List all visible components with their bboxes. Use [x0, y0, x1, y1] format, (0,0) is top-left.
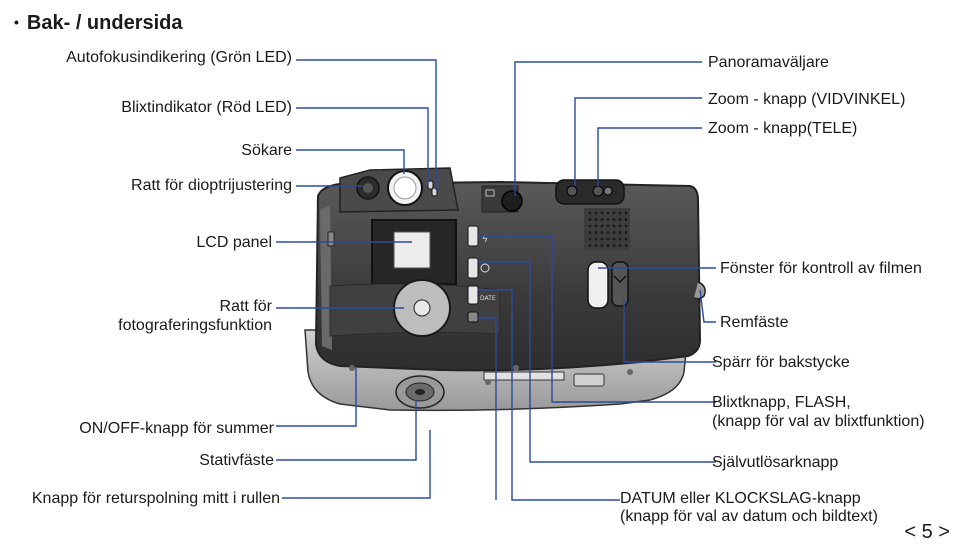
- speaker-hole: [624, 231, 628, 234]
- label-date-button-2: (knapp för val av datum och bildtext): [620, 508, 878, 525]
- speaker-hole: [600, 224, 604, 228]
- lcd-panel: [393, 231, 431, 269]
- speaker-hole: [606, 211, 610, 215]
- speaker-hole: [624, 244, 628, 247]
- speaker-hole: [600, 218, 604, 221]
- speaker-hole: [618, 237, 622, 241]
- speaker-hole: [618, 224, 622, 228]
- speaker-hole: [612, 237, 616, 241]
- label-self-timer: Självutlösarknapp: [712, 454, 839, 471]
- speaker-hole: [624, 224, 628, 228]
- label-viewfinder: Sökare: [241, 142, 292, 159]
- speaker-hole: [624, 211, 628, 215]
- speaker-hole: [624, 218, 628, 221]
- speaker-hole: [588, 237, 592, 241]
- speaker-hole: [600, 231, 604, 234]
- back-lock: [611, 261, 629, 307]
- speaker-hole: [612, 211, 616, 215]
- speaker-hole: [606, 244, 610, 247]
- af-led: [427, 180, 434, 190]
- speaker-hole: [594, 237, 598, 241]
- label-film-window: Fönster för kontroll av filmen: [720, 260, 922, 277]
- speaker-hole: [594, 231, 598, 234]
- speaker-hole: [612, 224, 616, 228]
- label-flash-led: Blixtindikator (Röd LED): [121, 99, 292, 116]
- speaker-hole: [588, 218, 592, 221]
- speaker-hole: [612, 244, 616, 247]
- label-diopter: Ratt för dioptrijustering: [131, 177, 292, 194]
- title-text: Bak- / undersida: [26, 12, 183, 34]
- speaker-hole: [588, 231, 592, 234]
- label-flash-button-2: (knapp för val av blixtfunktion): [712, 413, 925, 430]
- speaker-hole: [600, 244, 604, 247]
- left-strap-lug: [327, 231, 335, 247]
- label-date-button-1: DATUM eller KLOCKSLAG-knapp: [620, 490, 861, 507]
- label-panorama: Panoramaväljare: [708, 54, 829, 71]
- label-lcd: LCD panel: [196, 234, 272, 251]
- label-flash-button-1: Blixtknapp, FLASH,: [712, 394, 851, 411]
- label-rewind: Knapp för returspolning mitt i rullen: [31, 490, 280, 507]
- svg-text:ϟ: ϟ: [482, 235, 488, 245]
- speaker-hole: [618, 218, 622, 221]
- speaker-hole: [600, 211, 604, 215]
- page-title: • Bak- / undersida: [14, 12, 183, 35]
- label-zoom-wide: Zoom - knapp (VIDVINKEL): [708, 91, 906, 108]
- date-mark: DATE: [480, 295, 496, 302]
- label-zoom-tele: Zoom - knapp(TELE): [708, 120, 858, 137]
- label-af-led: Autofokusindikering (Grön LED): [66, 49, 292, 66]
- speaker-hole: [612, 218, 616, 221]
- label-mode-dial-1: Ratt för: [219, 298, 272, 315]
- speaker-hole: [588, 244, 592, 247]
- speaker-hole: [594, 244, 598, 247]
- zoom-rocker: [555, 179, 625, 205]
- speaker-hole: [618, 231, 622, 234]
- page-number: < 5 >: [904, 521, 950, 543]
- speaker-hole: [618, 244, 622, 247]
- film-window: [587, 261, 609, 309]
- leader-lines: [276, 59, 716, 501]
- panorama-selector: [501, 190, 523, 212]
- label-strap: Remfäste: [720, 314, 789, 331]
- speaker-hole: [588, 211, 592, 215]
- title-bullet: •: [14, 14, 19, 30]
- speaker-hole: [606, 224, 610, 228]
- speaker-hole: [612, 231, 616, 234]
- speaker-hole: [600, 237, 604, 241]
- speaker-hole: [594, 224, 598, 228]
- label-beep: ON/OFF-knapp för summer: [79, 420, 274, 437]
- speaker-hole: [606, 218, 610, 221]
- speaker-hole: [606, 237, 610, 241]
- speaker-hole: [594, 211, 598, 215]
- speaker-hole: [624, 237, 628, 241]
- label-mode-dial-2: fotograferingsfunktion: [118, 317, 272, 334]
- speaker-hole: [588, 224, 592, 228]
- speaker-hole: [594, 218, 598, 221]
- label-tripod: Stativfäste: [199, 452, 274, 469]
- label-back-lock: Spärr för bakstycke: [712, 354, 850, 371]
- speaker-hole: [606, 231, 610, 234]
- speaker-grill: [584, 208, 630, 250]
- speaker-hole: [618, 211, 622, 215]
- button-column: ϟ DATE: [467, 225, 496, 323]
